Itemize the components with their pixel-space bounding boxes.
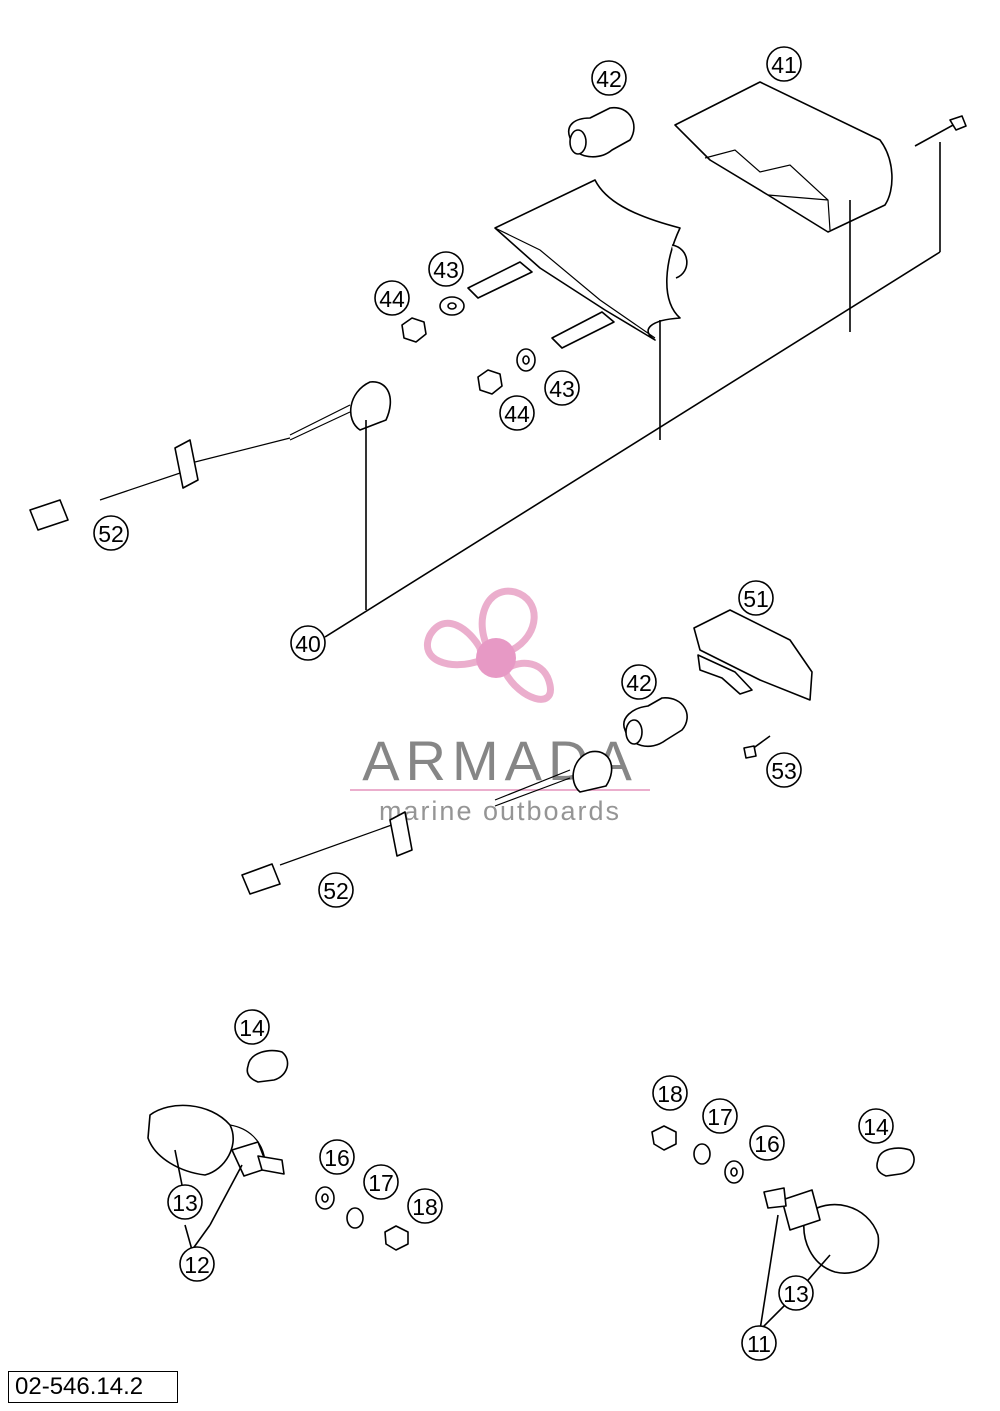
callout-44: 44 <box>499 395 535 431</box>
svg-text:41: 41 <box>771 52 797 78</box>
callout-43: 43 <box>428 251 464 287</box>
washer-part <box>439 296 465 316</box>
svg-text:16: 16 <box>754 1131 780 1157</box>
tail-lens-part <box>674 81 893 233</box>
diagram-code-label: 02-546.14.2 <box>8 1371 178 1403</box>
svg-text:12: 12 <box>184 1252 210 1278</box>
callout-52: 52 <box>318 872 354 908</box>
svg-text:11: 11 <box>747 1331 771 1357</box>
svg-text:42: 42 <box>596 66 622 92</box>
nut-part <box>401 317 427 343</box>
nut-part <box>384 1225 409 1251</box>
wiring-harness-part <box>241 750 613 895</box>
callout-43: 43 <box>544 370 580 406</box>
washer-part <box>516 348 536 372</box>
callout-44: 44 <box>374 280 410 316</box>
svg-text:13: 13 <box>783 1281 809 1307</box>
callout-42: 42 <box>621 664 657 700</box>
svg-text:17: 17 <box>368 1170 394 1196</box>
svg-text:42: 42 <box>626 670 652 696</box>
callout-18: 18 <box>652 1075 688 1111</box>
svg-text:44: 44 <box>504 401 530 427</box>
callout-40: 40 <box>290 625 326 661</box>
washer-part <box>693 1143 711 1165</box>
callout-18: 18 <box>407 1188 443 1224</box>
svg-text:18: 18 <box>657 1081 683 1107</box>
svg-text:18: 18 <box>412 1194 438 1220</box>
bulb-part <box>246 1049 289 1083</box>
callout-17: 17 <box>363 1164 399 1200</box>
callout-16: 16 <box>749 1125 785 1161</box>
screw-part <box>914 115 967 147</box>
bulb-part <box>568 107 635 158</box>
callout-13: 13 <box>167 1184 203 1220</box>
callout-42: 42 <box>591 60 627 96</box>
tail-housing-part <box>494 179 688 341</box>
svg-text:13: 13 <box>172 1190 198 1216</box>
callout-14: 14 <box>234 1009 270 1045</box>
callout-14: 14 <box>858 1108 894 1144</box>
washer-part <box>315 1186 335 1210</box>
callout-51: 51 <box>738 580 774 616</box>
svg-text:43: 43 <box>549 376 575 402</box>
stud-bolt-part <box>467 261 615 349</box>
svg-text:14: 14 <box>239 1015 265 1041</box>
bulb-part <box>623 697 688 748</box>
svg-text:44: 44 <box>379 286 405 312</box>
nut-part <box>477 369 503 395</box>
turn-signal-left-part <box>147 1104 285 1177</box>
callout-17: 17 <box>702 1098 738 1134</box>
svg-text:53: 53 <box>771 758 797 784</box>
washer-part <box>346 1207 364 1229</box>
callout-11: 11 <box>741 1325 777 1361</box>
propeller-icon <box>424 587 554 703</box>
svg-text:16: 16 <box>324 1145 350 1171</box>
callout-53: 53 <box>766 752 802 788</box>
callout-41: 41 <box>766 46 802 82</box>
nut-part <box>651 1125 677 1151</box>
watermark-tagline: marine outboards <box>379 796 621 826</box>
svg-text:52: 52 <box>323 878 349 904</box>
svg-text:43: 43 <box>433 257 459 283</box>
bulb-part <box>876 1147 915 1177</box>
callout-16: 16 <box>319 1139 355 1175</box>
svg-text:14: 14 <box>863 1114 889 1140</box>
svg-text:17: 17 <box>707 1104 733 1130</box>
callout-52: 52 <box>93 515 129 551</box>
turn-signal-right-part <box>763 1187 880 1274</box>
screw-part <box>743 735 771 759</box>
callout-13: 13 <box>778 1275 814 1311</box>
watermark-logo: ARMADA marine outboards <box>350 587 650 826</box>
svg-text:52: 52 <box>98 521 124 547</box>
callout-12: 12 <box>179 1246 215 1282</box>
wiring-harness-part <box>29 381 392 531</box>
svg-text:51: 51 <box>743 586 769 612</box>
washer-part <box>724 1160 744 1184</box>
license-plate-light-part <box>693 609 813 701</box>
svg-text:40: 40 <box>295 631 321 657</box>
